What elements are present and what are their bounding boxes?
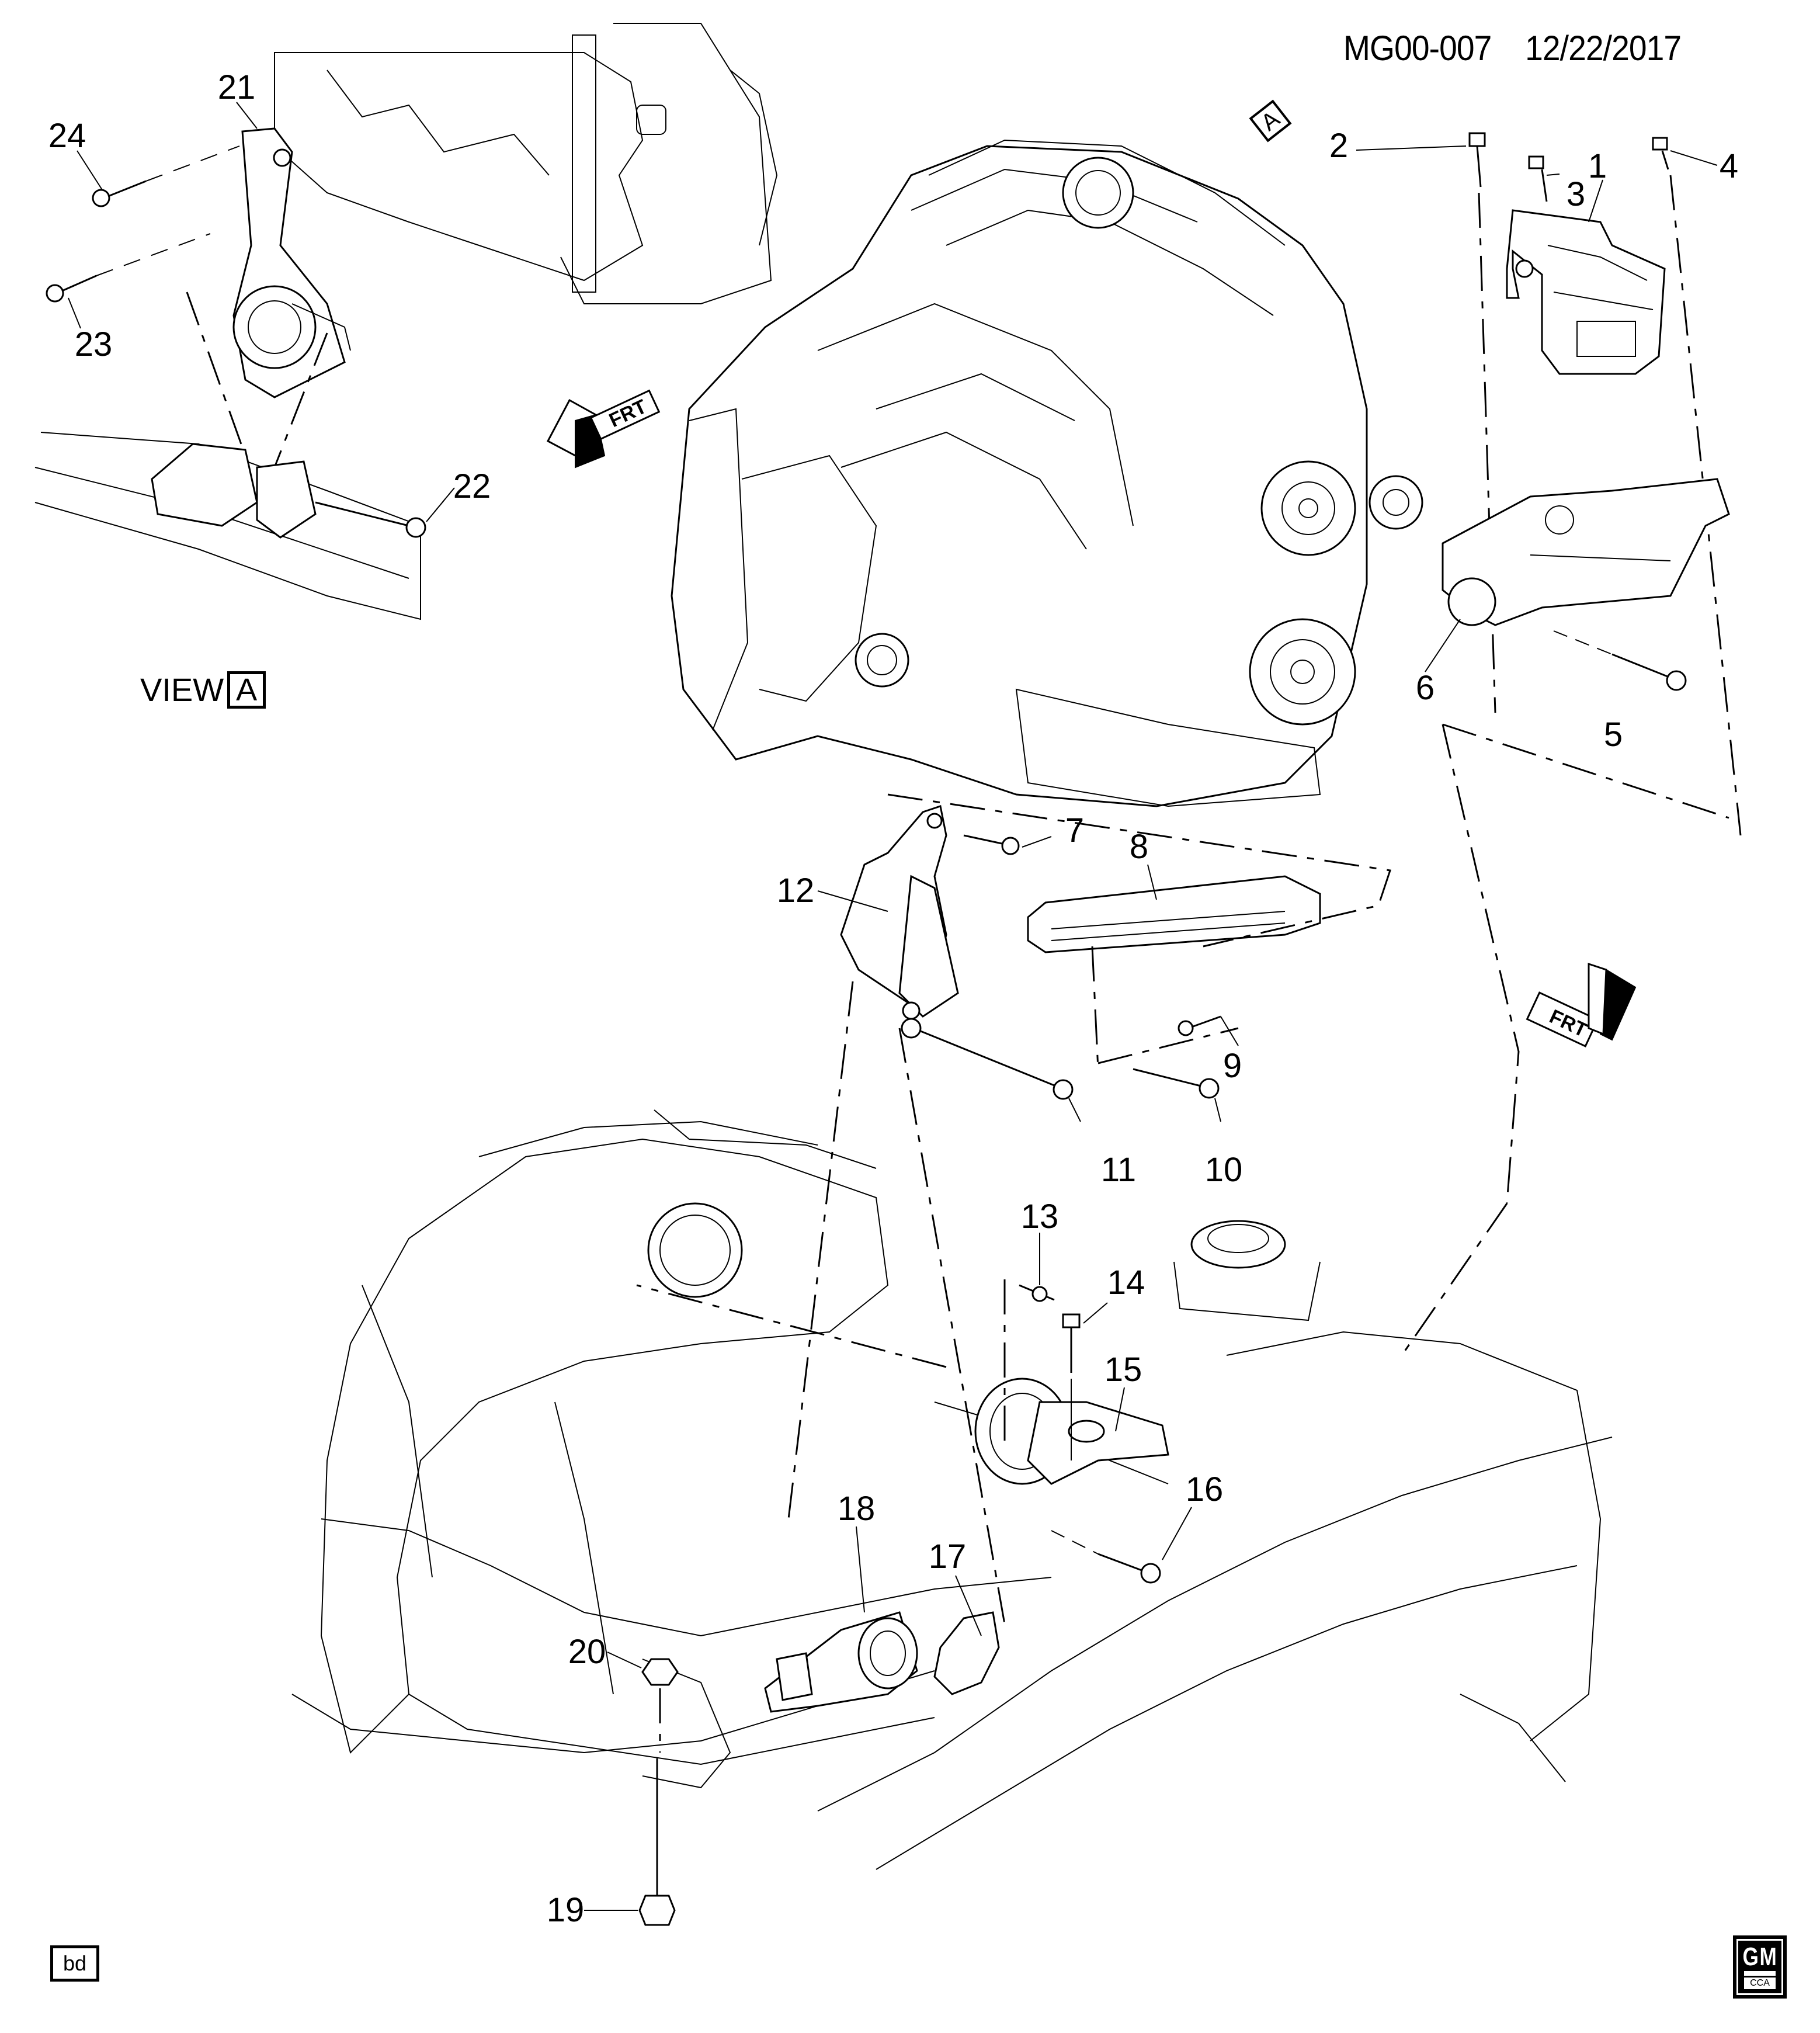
frt-arrow-upper (546, 389, 661, 469)
part-12-transaxle-bracket (840, 805, 959, 1020)
part-17-heat-shield (933, 1611, 1000, 1695)
gm-logo-bar (1744, 1970, 1776, 1976)
view-a-inset (34, 23, 778, 620)
gm-logo-sub: CCA (1744, 1977, 1776, 1989)
view-label-ref: A (227, 671, 266, 709)
part-6-mount-bracket (1442, 478, 1730, 626)
bd-badge: bd (50, 1945, 99, 1982)
view-a-frame-rail (34, 432, 421, 620)
part-1-engine-mount (1506, 209, 1666, 375)
callout-20: 20 (568, 1633, 606, 1671)
accessory-pulley (1260, 460, 1356, 556)
part-24-bolt (92, 145, 240, 207)
part-7-bolt (963, 834, 1052, 855)
part-2-bolt (1468, 132, 1486, 188)
part-21-mount-bracket (232, 127, 351, 398)
part-22-bolt (315, 501, 426, 538)
callout-23: 23 (74, 325, 113, 363)
callout-18: 18 (837, 1490, 876, 1528)
callout-22-label: 24 (48, 117, 86, 155)
part-5-bolt (1553, 630, 1687, 691)
callout-16: 16 (1185, 1470, 1224, 1508)
callout-6: 6 (1415, 669, 1435, 707)
view-a-arrow (1249, 99, 1292, 143)
view-a-engine-block (274, 23, 778, 304)
part-16-bolt (1051, 1507, 1192, 1584)
callout-15: 15 (1104, 1351, 1142, 1389)
part-19-bolt (584, 1758, 676, 1926)
part-11-bolt (901, 1018, 1081, 1122)
part-23-bolt (46, 233, 211, 303)
callout-12: 12 (776, 872, 815, 910)
callout-19: 19 (546, 1891, 585, 1929)
view-label-text: VIEW (140, 671, 224, 708)
diagram-date: 12/22/2017 (1525, 29, 1682, 68)
callout-13: 13 (1020, 1198, 1059, 1236)
callout-17: 17 (928, 1538, 967, 1576)
callout-3: 3 (1566, 175, 1586, 213)
callout-8: 8 (1129, 828, 1149, 866)
part-15-side-mount (974, 1378, 1169, 1485)
part-3-bolt (1528, 155, 1548, 202)
part-13-stud (1019, 1233, 1055, 1302)
callout-21: 21 (217, 68, 256, 106)
callout-7: 7 (1065, 811, 1085, 849)
view-a-caption: VIEW A (140, 671, 266, 709)
part-10-bolt (1133, 1068, 1221, 1122)
crank-pulley (1249, 618, 1356, 726)
diagram-header: MG00-007 12/22/2017 (1343, 28, 1682, 68)
part-18-rear-mount (764, 1611, 918, 1713)
callout-11: 11 (1100, 1151, 1137, 1189)
body-frame-structure (291, 1109, 1613, 1870)
callout-5: 5 (1603, 716, 1623, 754)
gm-logo-text: GM (1742, 1942, 1777, 1971)
callout-10: 10 (1204, 1151, 1243, 1189)
part-20-nut (607, 1652, 679, 1753)
callout-14: 14 (1107, 1264, 1145, 1302)
part-8-mount-plate (1027, 875, 1321, 953)
engine-transaxle-assembly (671, 139, 1423, 807)
gm-cca-logo: GM CCA (1733, 1935, 1787, 1999)
part-4-bolt (1652, 137, 1669, 170)
callout-2: 2 (1329, 127, 1349, 165)
part-14-bolt (1062, 1302, 1108, 1460)
diagram-code: MG00-007 (1343, 29, 1492, 68)
frt-arrow-lower (1526, 962, 1637, 1047)
callout-9: 9 (1222, 1047, 1242, 1085)
callout-4: 4 (1719, 147, 1739, 185)
callout-22: 22 (453, 467, 491, 505)
strut-tower (1173, 1220, 1321, 1321)
callout-1: 1 (1588, 147, 1607, 185)
